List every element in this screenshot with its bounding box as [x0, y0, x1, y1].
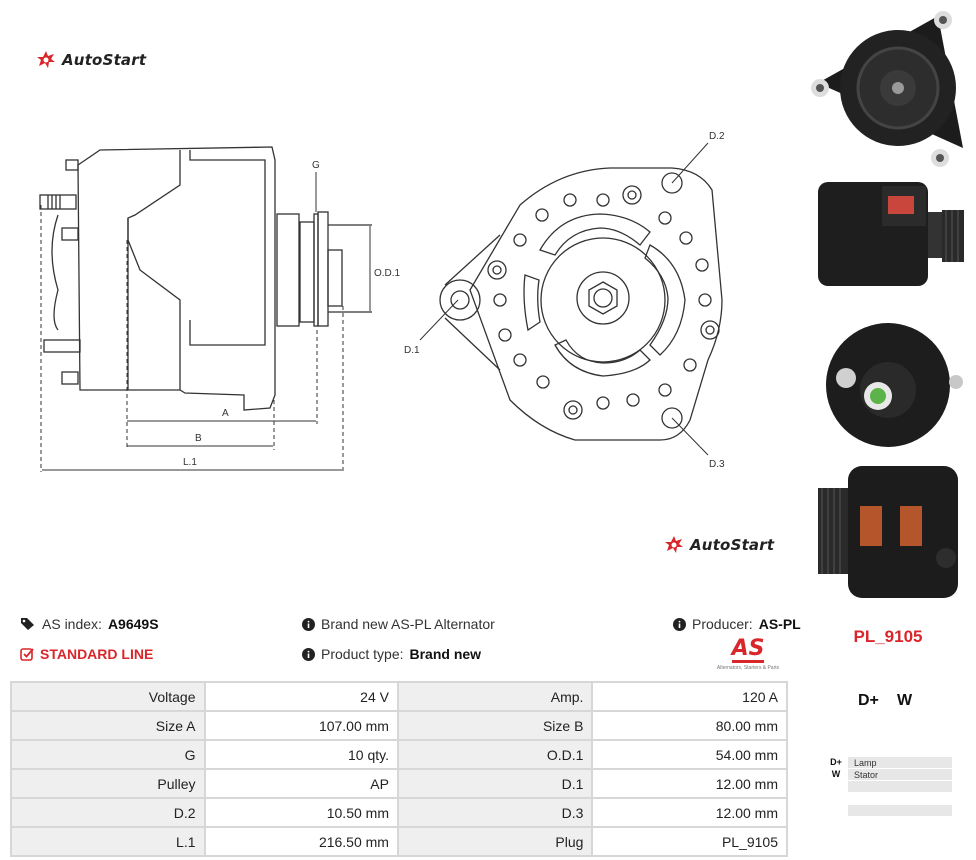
autostart-logo-icon	[37, 51, 55, 68]
product-line-label: STANDARD LINE	[40, 646, 154, 662]
brand-name: AutoStart	[62, 51, 147, 69]
side-view	[39, 146, 372, 472]
product-type-value: Brand new	[409, 646, 482, 662]
producer-tagline: Alternators, Starters & Parts	[716, 665, 780, 671]
producer-logo-mark: AS	[731, 636, 765, 663]
as-index-value: A9649S	[107, 616, 159, 632]
spec-value: 24 V	[203, 681, 399, 712]
info-circle-icon	[302, 647, 315, 661]
info-circle-icon	[673, 617, 686, 631]
spec-value: 10 qty.	[203, 739, 399, 770]
product-photo-side[interactable]	[812, 172, 968, 294]
label-l1: L.1	[183, 457, 197, 468]
legend-key: W	[824, 769, 848, 780]
product-type-label: Product type:	[321, 646, 404, 662]
product-photo-front[interactable]	[808, 8, 968, 168]
spec-label: Voltage	[10, 681, 206, 712]
legend-row: D+ Lamp	[824, 757, 952, 768]
table-row: Size A 107.00 mm Size B 80.00 mm	[10, 710, 788, 741]
spec-value: 80.00 mm	[591, 710, 788, 741]
producer-value: AS-PL	[758, 616, 801, 632]
spec-value: PL_9105	[591, 826, 788, 857]
technical-drawing: G O.D.1 A B L.1 D.1 D.2 D.3	[39, 131, 725, 472]
spec-label: D.1	[396, 768, 594, 799]
table-row: G 10 qty. O.D.1 54.00 mm	[10, 739, 788, 770]
brand-logo-secondary[interactable]: AutoStart	[664, 535, 774, 555]
product-description: Brand new AS-PL Alternator	[302, 616, 495, 632]
label-g: G	[312, 160, 320, 171]
spec-label: G	[10, 739, 206, 770]
label-d3: D.3	[709, 459, 725, 470]
label-od1: O.D.1	[374, 268, 401, 279]
info-circle-icon	[302, 617, 315, 631]
spec-value: 12.00 mm	[591, 797, 788, 828]
product-type: Product type: Brand new	[302, 646, 481, 662]
spec-label: Amp.	[396, 681, 594, 712]
legend-value: Stator	[854, 769, 879, 780]
spec-label: Pulley	[10, 768, 206, 799]
brand-logo[interactable]: AutoStart	[36, 50, 146, 70]
table-row: D.2 10.50 mm D.3 12.00 mm	[10, 797, 788, 828]
label-d1: D.1	[404, 345, 420, 356]
table-row: L.1 216.50 mm Plug PL_9105	[10, 826, 788, 857]
legend-key: D+	[824, 757, 848, 768]
label-b: B	[195, 433, 202, 444]
legend-value: Lamp	[854, 757, 877, 768]
spec-label: L.1	[10, 826, 206, 857]
label-d2: D.2	[709, 131, 725, 142]
as-index: AS index: A9649S	[20, 616, 159, 632]
autostart-logo-icon	[665, 536, 683, 553]
product-photo-rear[interactable]	[808, 310, 968, 450]
spec-label: O.D.1	[396, 739, 594, 770]
spec-label: D.2	[10, 797, 206, 828]
spec-value: 120 A	[591, 681, 788, 712]
terminal-d-plus: D+	[858, 692, 879, 709]
producer-label: Producer:	[692, 616, 753, 632]
legend-row-empty	[824, 781, 952, 792]
terminal-w: W	[897, 692, 913, 709]
tags-icon	[21, 618, 34, 630]
spec-label: Plug	[396, 826, 594, 857]
spec-value: 10.50 mm	[203, 797, 399, 828]
spec-value: 12.00 mm	[591, 768, 788, 799]
front-view	[419, 142, 723, 456]
product-photo-angle[interactable]	[808, 458, 968, 606]
brand-name: AutoStart	[690, 536, 775, 554]
description-text: Brand new AS-PL Alternator	[321, 616, 495, 632]
table-row: Pulley AP D.1 12.00 mm	[10, 768, 788, 799]
producer: Producer: AS-PL	[673, 616, 801, 632]
spec-value: 107.00 mm	[203, 710, 399, 741]
spec-value: 216.50 mm	[203, 826, 399, 857]
as-index-label: AS index:	[42, 616, 102, 632]
spec-value: AP	[203, 768, 399, 799]
spec-value: 54.00 mm	[591, 739, 788, 770]
label-a: A	[222, 408, 229, 419]
checkbox-icon	[20, 648, 34, 661]
producer-logo: AS Alternators, Starters & Parts	[706, 636, 790, 672]
spec-label: D.3	[396, 797, 594, 828]
part-code: PL_9105	[853, 627, 923, 646]
product-line: STANDARD LINE	[20, 646, 153, 662]
spec-label: Size B	[396, 710, 594, 741]
spec-table: Voltage 24 V Amp. 120 A Size A 107.00 mm…	[10, 681, 788, 857]
legend-row: W Stator	[824, 769, 952, 780]
legend-row-empty	[824, 805, 952, 816]
spec-label: Size A	[10, 710, 206, 741]
table-row: Voltage 24 V Amp. 120 A	[10, 681, 788, 712]
